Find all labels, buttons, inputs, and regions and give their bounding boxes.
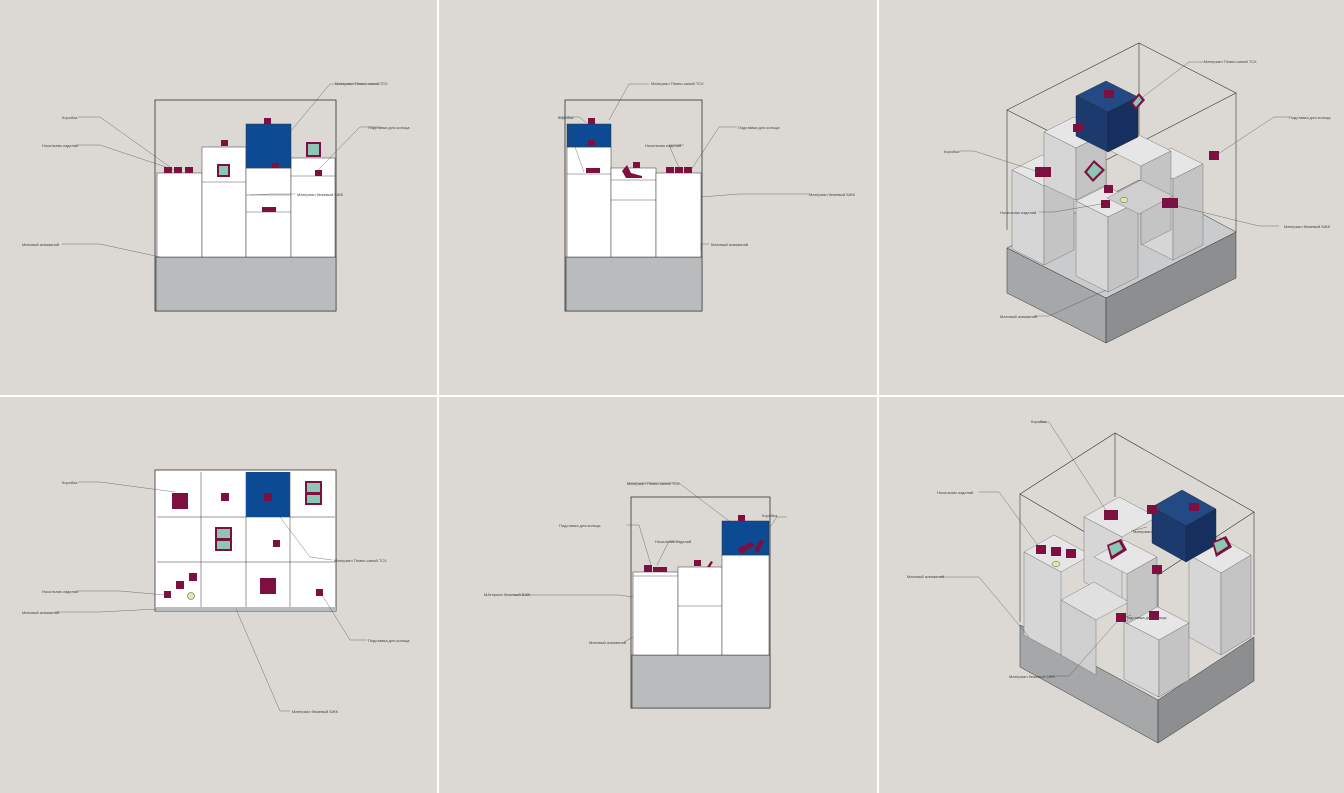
label-matte-aluminum: Матовый алюминий	[711, 242, 749, 247]
burgundy-box	[264, 118, 271, 124]
label-jewelry-carrier: Носильник изделий	[42, 143, 79, 148]
label-box: Коробка	[62, 115, 78, 120]
label-material-short: Материал	[1133, 529, 1152, 534]
label-dark-blue-material: Материал Тёмно-синий ТСХ	[627, 481, 680, 486]
label-box: Коробка	[558, 115, 574, 120]
label-beige-material: Материал бежевый БЖК	[809, 192, 855, 197]
isometric-drawing-1	[959, 42, 1289, 344]
isometric-drawing-2	[939, 421, 1255, 744]
label-ring-stand: Подставка для кольца	[738, 125, 780, 130]
label-jewelry-carrier: Носильник изделий	[1000, 210, 1037, 215]
panel-isometric-view-2: Коробка Носильник изделий Матовый алюмин…	[879, 397, 1344, 793]
panel-top-plan-view: Коробка Носильник изделий Матовый алюмин…	[0, 397, 437, 793]
label-matte-aluminum: Матовый алюминий	[907, 574, 945, 579]
label-box: Коробка	[62, 480, 78, 485]
display-block	[201, 146, 247, 258]
aluminum-base	[155, 256, 337, 312]
label-beige-material: Материал бежевый БЖК	[292, 709, 338, 714]
label-jewelry-carrier: Носильник изделий	[42, 589, 79, 594]
label-matte-aluminum: Матовый алюминий	[589, 640, 627, 645]
label-ring-stand: Подставка для кольца	[368, 638, 410, 643]
label-ring-stand: Подставка для кольца	[559, 523, 601, 528]
label-box: Коробка	[762, 513, 778, 518]
label-box: Коробка	[1031, 419, 1047, 424]
aluminum-base	[631, 654, 771, 709]
panel-isometric-view-1: Материал Тёмно-синий ТСХ Подставка для к…	[879, 0, 1344, 395]
label-ring-stand: Подставка для кольца	[1289, 115, 1331, 120]
label-matte-aluminum: Матовый алюминий	[1000, 314, 1038, 319]
label-box: Коробка	[944, 149, 960, 154]
label-dark-blue-material: Материал Тёмно-синий ТСХ	[651, 81, 704, 86]
elevation-drawing-1	[62, 83, 380, 312]
panel-front-elevation-2: Коробка Материал Тёмно-синий ТСХ Подстав…	[439, 0, 877, 395]
label-matte-aluminum: Матовый алюминий	[22, 242, 60, 247]
dark-blue-block	[245, 123, 292, 169]
display-block	[245, 167, 292, 258]
label-matte-aluminum: Матовый алюминий	[22, 610, 60, 615]
label-ring-stand-short: Подставка для кольца	[1125, 615, 1167, 620]
label-jewelry-carrier: Носильник изделий	[655, 539, 692, 544]
panel-side-elevation: Материал Тёмно-синий ТСХ Коробка Подстав…	[439, 397, 877, 793]
label-dark-blue-material: Материал Тёмно-синий ТСХ	[334, 558, 387, 563]
display-block	[290, 157, 336, 258]
aluminum-base-right	[1157, 636, 1255, 744]
aluminum-base	[565, 256, 703, 312]
label-beige-material: Материал бежевый БЖК	[1009, 674, 1055, 679]
panel-front-elevation-1: Коробка Носильник изделий Матовый алюмин…	[0, 0, 437, 395]
label-jewelry-carrier: Носильник изделий	[645, 143, 682, 148]
elevation-drawing-2	[559, 83, 809, 312]
plan-drawing	[55, 469, 367, 712]
side-elevation-drawing	[514, 482, 787, 709]
label-beige-material: Материал бежевый БЖК	[1284, 224, 1330, 229]
label-beige-material-alt: МАтериал бежевый БЖК	[484, 592, 531, 597]
label-jewelry-carrier: Носильник изделий	[937, 490, 974, 495]
display-block	[156, 172, 203, 258]
label-beige-material: Материал бежевый БЖК	[297, 192, 343, 197]
label-dark-blue-material: Материал Тёмно-синий ТСХ	[335, 81, 388, 86]
label-dark-blue-material: Материал Тёмно-синий ТСХ	[1204, 59, 1257, 64]
label-ring-stand: Подставка для кольца	[368, 125, 410, 130]
